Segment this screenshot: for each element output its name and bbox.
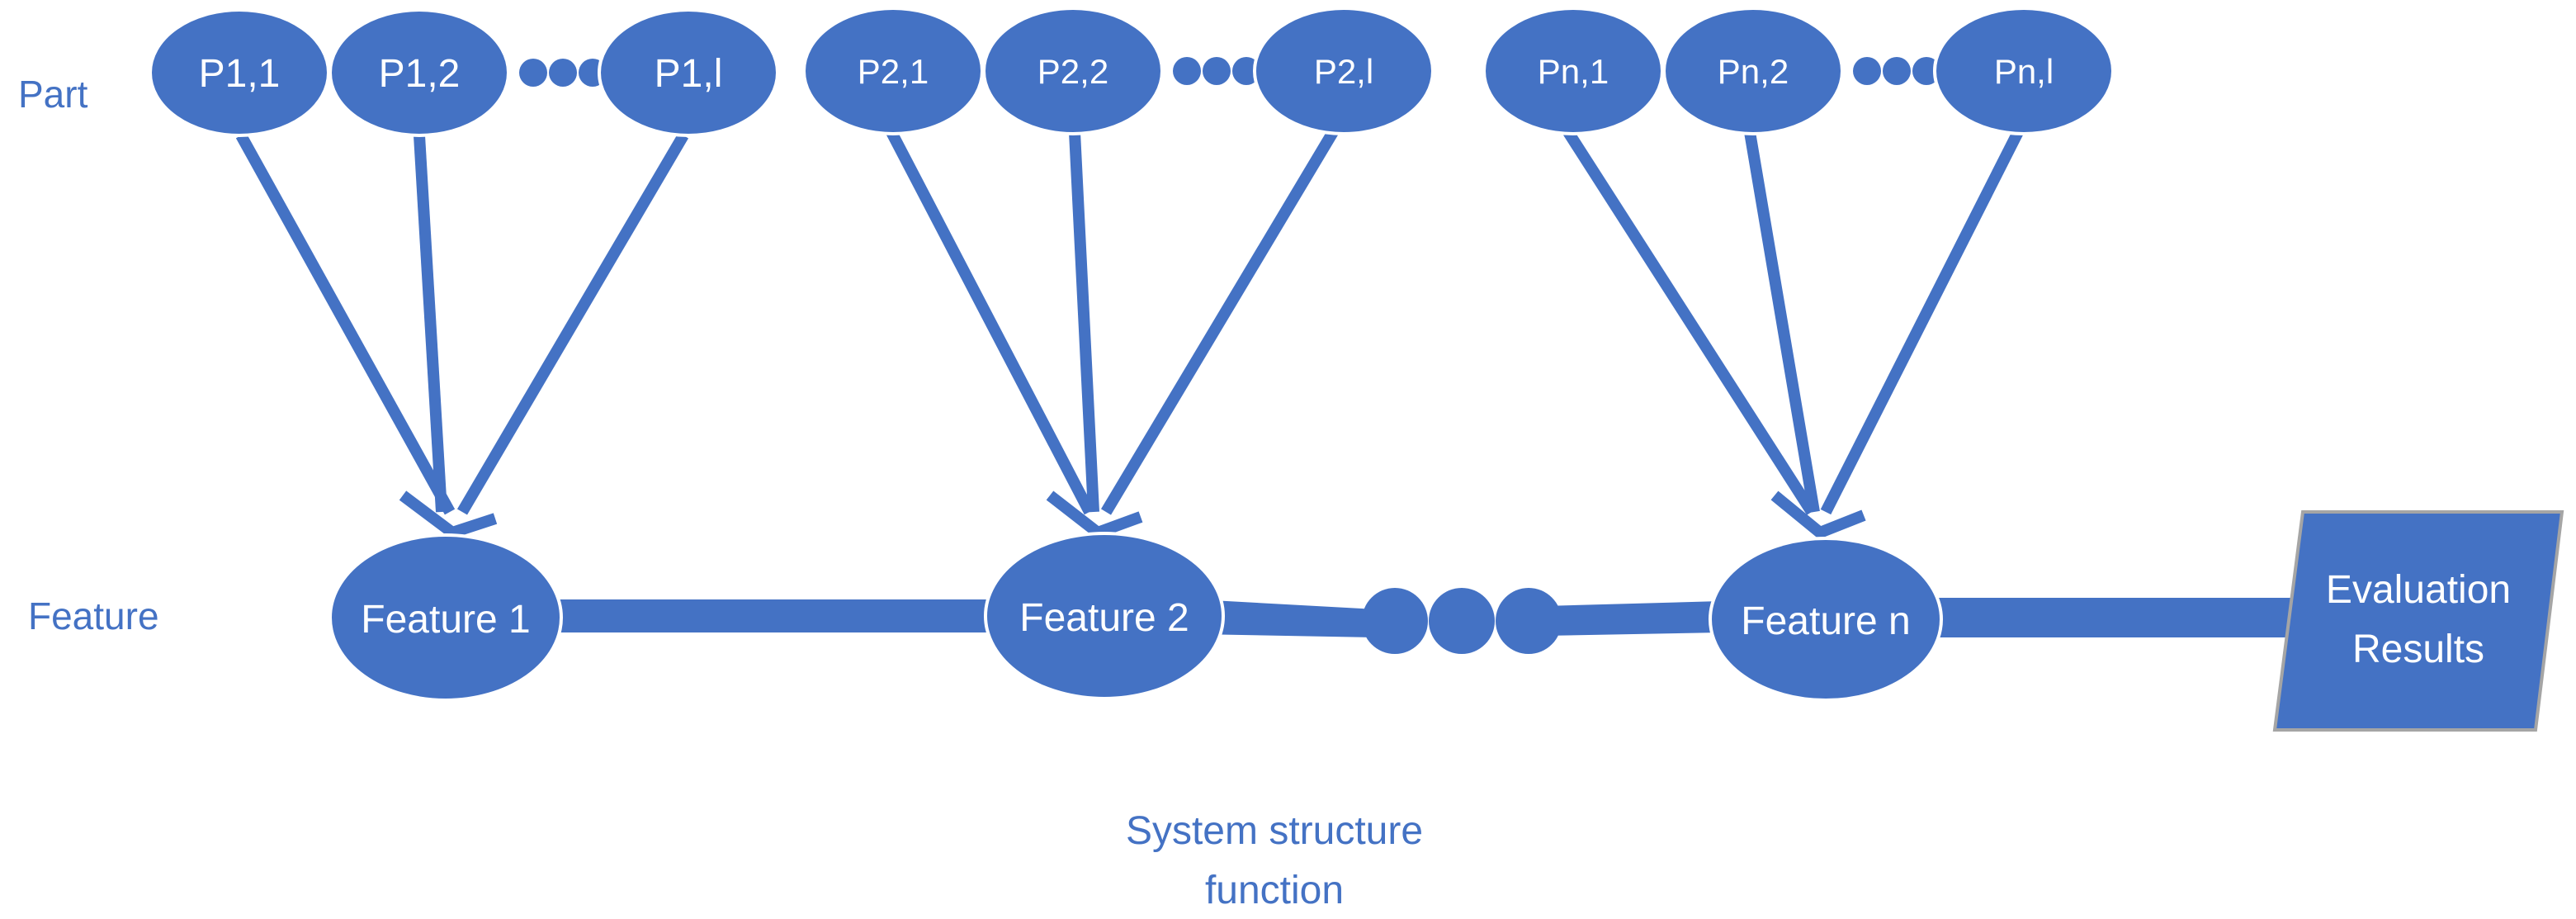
ellipsis-dot xyxy=(1853,57,1881,85)
part-node-pn-l xyxy=(1933,7,2115,135)
continuation-dot-2 xyxy=(1429,588,1495,654)
part-node-p2-2 xyxy=(982,7,1164,135)
result-label-line-1: Evaluation xyxy=(2326,568,2511,612)
part-node-pn-2 xyxy=(1662,7,1844,135)
connector-fn-result xyxy=(1923,598,2303,637)
part-label-p1-2: P1,2 xyxy=(379,52,461,96)
part-group-2: P2,1 P2,2 P2,l xyxy=(802,7,1435,135)
part-label-p2-l: P2,l xyxy=(1314,52,1373,91)
arrow-p1-1 xyxy=(235,132,456,515)
continuation-dot-3 xyxy=(1496,588,1562,654)
feature-nodes: Feature 1 Feature 2 Feature n xyxy=(328,532,1943,702)
ellipsis-dot xyxy=(1912,57,1940,85)
part-label-pn-2: Pn,2 xyxy=(1718,52,1789,91)
caption-line-2: function xyxy=(1205,869,1344,912)
part-label-pn-1: Pn,1 xyxy=(1538,52,1609,91)
arrowhead-f1 xyxy=(399,490,498,539)
arrows xyxy=(235,129,2024,540)
ellipsis-dot xyxy=(1203,57,1231,85)
ellipsis-dot xyxy=(549,59,577,87)
part-group-1: P1,1 P1,2 P1,l xyxy=(149,8,779,137)
continuation-dot-1 xyxy=(1362,588,1428,654)
arrow-p2-2 xyxy=(1069,131,1099,513)
part-label-pn-l: Pn,l xyxy=(1994,52,2054,91)
result-shape xyxy=(2272,510,2564,732)
arrow-pn-l xyxy=(1820,129,2024,515)
arrow-p1-2 xyxy=(414,135,447,513)
part-label-p1-l: P1,l xyxy=(655,52,723,96)
part-label-p2-2: P2,2 xyxy=(1037,52,1108,91)
feature-row-label: Feature xyxy=(28,595,159,637)
ellipsis-dot xyxy=(1232,57,1260,85)
arrow-pn-1 xyxy=(1563,129,1817,515)
feature-chain xyxy=(553,588,2303,654)
feature-node-n xyxy=(1709,537,1943,702)
part-node-p2-l xyxy=(1253,7,1435,135)
arrowhead-fn xyxy=(1770,490,1866,540)
ellipsis-dot xyxy=(1883,57,1911,85)
arrow-p2-1 xyxy=(886,129,1095,515)
feature-label-2: Feature 2 xyxy=(1019,596,1189,640)
part-label-p2-1: P2,1 xyxy=(858,52,929,91)
connector-f2-dots xyxy=(1197,599,1377,637)
feature-node-1 xyxy=(328,533,563,702)
part-row-label: Part xyxy=(18,73,88,116)
part-node-p1-2 xyxy=(328,8,510,137)
feature-label-1: Feature 1 xyxy=(361,598,530,642)
feature-node-2 xyxy=(984,532,1225,700)
caption-line-1: System structure xyxy=(1126,809,1423,853)
ellipsis-dot xyxy=(1173,57,1201,85)
part-group-n: Pn,1 Pn,2 Pn,l xyxy=(1482,7,2115,135)
connector-f1-f2 xyxy=(553,599,999,632)
feature-label-n: Feature n xyxy=(1741,599,1910,643)
arrow-p2-l xyxy=(1100,129,1339,515)
part-node-p1-l xyxy=(598,8,779,137)
ellipsis-dot xyxy=(519,59,547,87)
part-label-p1-1: P1,1 xyxy=(199,52,281,96)
arrow-p1-l xyxy=(456,132,689,515)
result-label-line-2: Results xyxy=(2352,628,2484,671)
connector-dots-fn xyxy=(1543,601,1721,636)
arrow-pn-2 xyxy=(1744,130,1820,514)
evaluation-results-box: Evaluation Results xyxy=(2272,510,2564,732)
